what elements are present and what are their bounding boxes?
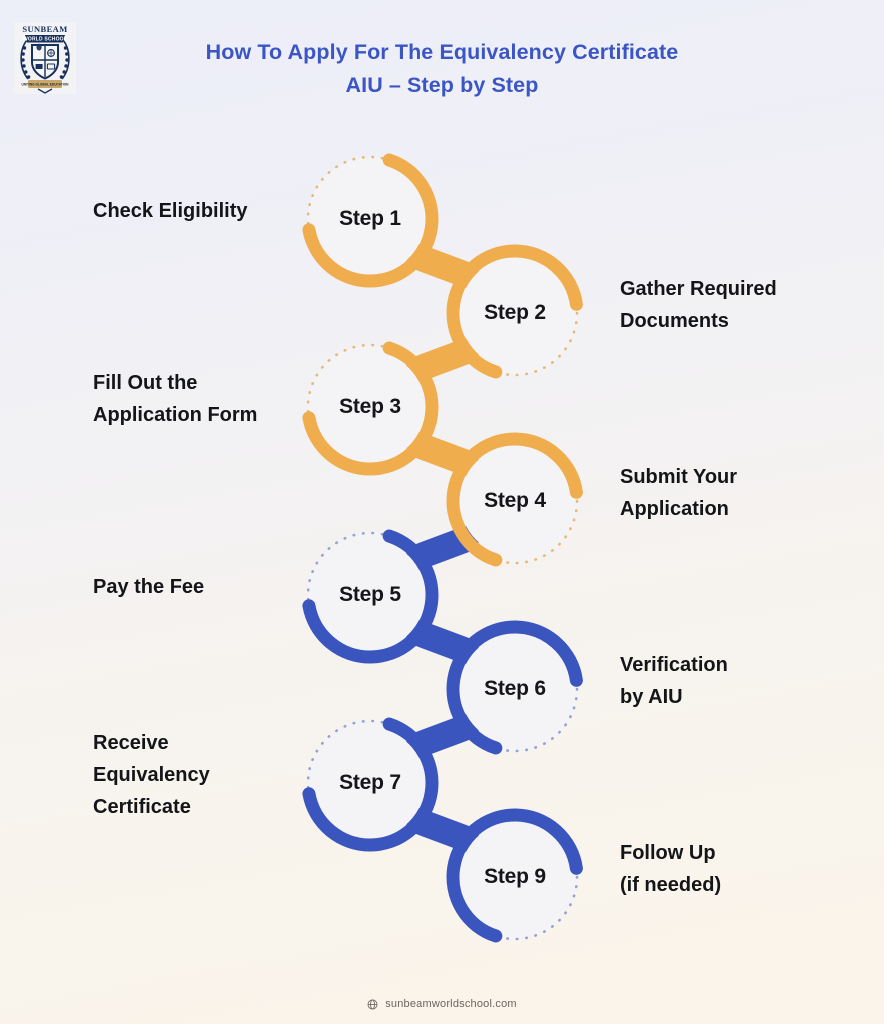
flow-graphic bbox=[302, 153, 583, 943]
step-badge: Step 1 bbox=[339, 207, 401, 230]
step-description-line: Pay the Fee bbox=[93, 576, 205, 598]
step-circle-arc bbox=[446, 432, 583, 567]
step-circle-dotted-ring bbox=[451, 813, 579, 941]
step-description-line: (if needed) bbox=[620, 874, 722, 896]
step-description: Verification by AIU bbox=[620, 649, 870, 713]
step-connector bbox=[405, 620, 480, 664]
step-connector bbox=[405, 244, 480, 288]
step-description-line: Equivalency bbox=[93, 764, 210, 786]
step-badge: Step 4 bbox=[484, 489, 546, 512]
step-circle-inner bbox=[315, 164, 425, 274]
step-circle-inner bbox=[460, 822, 570, 932]
school-crest-logo: SUNBEAM WORLD SCHOOL bbox=[14, 22, 76, 94]
step-circle-arc bbox=[302, 153, 439, 288]
step-description: Pay the Fee bbox=[93, 571, 343, 603]
step-description-line: Follow Up bbox=[620, 842, 716, 864]
step-circle-arc bbox=[302, 717, 439, 852]
step-circle-arc bbox=[446, 808, 583, 943]
step-circle-dotted-ring bbox=[451, 625, 579, 753]
svg-text:WORLD SCHOOL: WORLD SCHOOL bbox=[23, 37, 67, 43]
step-badge: Step 9 bbox=[484, 865, 546, 888]
step-description-line: by AIU bbox=[620, 686, 683, 708]
step-circle-inner bbox=[315, 540, 425, 650]
globe-icon bbox=[367, 999, 378, 1010]
step-connector bbox=[405, 432, 480, 476]
page-title: How To Apply For The Equivalency Certifi… bbox=[120, 36, 764, 102]
title-line-1: How To Apply For The Equivalency Certifi… bbox=[205, 40, 679, 64]
step-circle-arc bbox=[302, 529, 439, 664]
step-circle-dotted-ring bbox=[451, 249, 579, 377]
step-description: Follow Up (if needed) bbox=[620, 837, 870, 901]
step-badge: Step 2 bbox=[484, 301, 546, 324]
step-description-line: Receive bbox=[93, 732, 169, 754]
step-circle-arc bbox=[446, 620, 583, 755]
step-connector bbox=[405, 714, 480, 758]
svg-text:SUNBEAM: SUNBEAM bbox=[22, 24, 67, 34]
step-description-line: Fill Out the bbox=[93, 372, 198, 394]
step-circle-arc bbox=[302, 341, 439, 476]
step-description-line: Gather Required bbox=[620, 278, 777, 300]
step-description-line: Certificate bbox=[93, 796, 191, 818]
title-line-2: AIU – Step by Step bbox=[345, 73, 539, 97]
step-connector bbox=[405, 808, 480, 852]
step-circle-inner bbox=[315, 352, 425, 462]
footer: sunbeamworldschool.com bbox=[0, 998, 884, 1010]
header: SUNBEAM WORLD SCHOOL bbox=[0, 0, 884, 130]
step-description-line: Application Form bbox=[93, 404, 258, 426]
step-description-line: Submit Your bbox=[620, 466, 738, 488]
step-description-line: Check Eligibility bbox=[93, 200, 248, 222]
step-description-line: Verification bbox=[620, 654, 728, 676]
website-url: sunbeamworldschool.com bbox=[385, 998, 517, 1010]
step-circle-inner bbox=[460, 446, 570, 556]
step-description-line: Application bbox=[620, 498, 729, 520]
step-badge: Step 6 bbox=[484, 677, 546, 700]
step-circle-dotted-ring bbox=[451, 437, 579, 565]
step-flow-diagram: Step 1 Step 2 Step 3 Step 4 Step 5 Step 6 Step… bbox=[0, 128, 884, 968]
step-description: Check Eligibility bbox=[93, 195, 343, 227]
step-badge: Step 5 bbox=[339, 583, 401, 606]
step-circle-arc bbox=[446, 244, 583, 379]
step-circle-inner bbox=[460, 634, 570, 744]
step-description-line: Documents bbox=[620, 310, 729, 332]
step-connector bbox=[405, 338, 480, 382]
step-connector bbox=[405, 526, 480, 570]
svg-text:UNITING GLOBAL EDUCATION: UNITING GLOBAL EDUCATION bbox=[22, 82, 70, 86]
step-circle-inner bbox=[460, 258, 570, 368]
step-badge: Step 3 bbox=[339, 395, 401, 418]
step-badge: Step 7 bbox=[339, 771, 401, 794]
step-circle-inner bbox=[315, 728, 425, 838]
